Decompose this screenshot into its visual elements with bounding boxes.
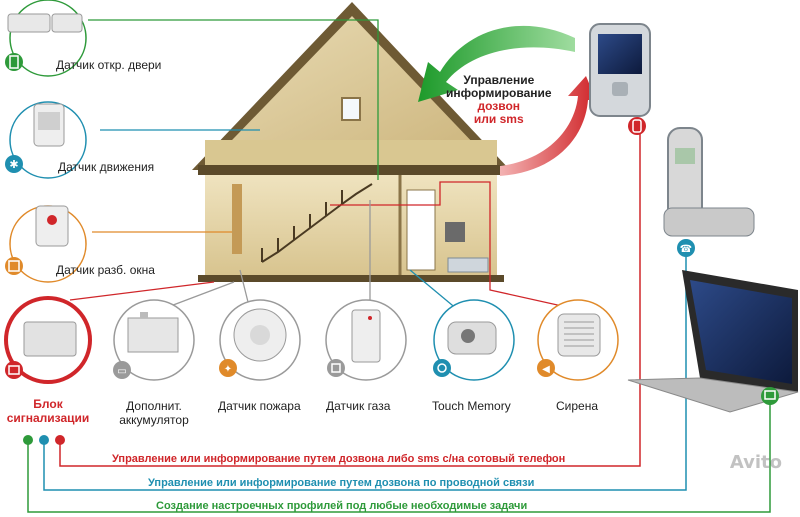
alarm-block-node	[4, 296, 92, 445]
fire-sensor-node: ✦	[219, 299, 301, 381]
door-icon	[9, 55, 19, 69]
alarm-panel-icon	[8, 365, 20, 375]
alarm-block-line-1: Блок	[33, 397, 63, 411]
mobile-phone-icon	[632, 119, 642, 133]
red-connector	[55, 435, 65, 445]
motion-sensor-label: Датчик движения	[58, 160, 155, 174]
fire-icon: ✦	[224, 364, 232, 375]
window-sensor-label: Датчик разб. окна	[56, 263, 155, 277]
gas-sensor-node	[325, 299, 407, 381]
monitor-icon	[764, 390, 776, 400]
info-line-blue: Управление или информирование путем дозв…	[148, 477, 535, 489]
alarm-block-line-2: сигнализации	[6, 411, 90, 425]
connection-lines	[27, 19, 771, 513]
battery-node: ▭	[113, 299, 195, 381]
control-caption: Управление информирование дозвон или sms	[446, 74, 552, 126]
alarm-block-label: Блок сигнализации	[6, 397, 90, 425]
control-line-4: или sms	[473, 112, 524, 126]
door-sensor-label: Датчик откр. двери	[56, 58, 162, 72]
battery-line-1: Дополнит.	[126, 399, 182, 413]
info-line-green: Создание настроечных профилей под любые …	[156, 500, 528, 512]
landline-phone: ☎	[663, 127, 755, 257]
window-sensor-node	[5, 205, 87, 283]
laptop	[627, 270, 799, 413]
control-line-1: Управление	[463, 73, 535, 87]
running-man-icon: ✱	[9, 158, 18, 171]
gas-icon	[331, 363, 341, 373]
phone-icon: ☎	[680, 244, 692, 255]
control-line-2: информирование	[446, 86, 552, 100]
motion-sensor-node: ✱	[5, 101, 87, 179]
key-icon	[437, 363, 447, 373]
battery-line-2: аккумулятор	[119, 413, 189, 427]
info-line-red: Управление или информирование путем дозв…	[112, 453, 566, 465]
avito-watermark: Avito	[729, 452, 782, 473]
battery-label: Дополнит. аккумулятор	[104, 399, 204, 427]
control-arrows	[418, 25, 596, 176]
mobile-device	[589, 23, 651, 135]
touch-memory-node	[433, 299, 515, 381]
gas-sensor-label: Датчик газа	[326, 399, 391, 413]
fire-sensor-label: Датчик пожара	[218, 399, 301, 413]
siren-label: Сирена	[556, 399, 599, 413]
battery-icon: ▭	[117, 366, 126, 377]
green-connector	[23, 435, 33, 445]
touch-memory-label: Touch Memory	[432, 399, 511, 413]
control-line-3: дозвон	[477, 99, 521, 113]
siren-node: ◀	[537, 299, 619, 381]
house	[192, 2, 510, 282]
blue-connector	[39, 435, 49, 445]
window-icon	[8, 260, 20, 272]
door-sensor-node	[5, 0, 87, 77]
speaker-icon: ◀	[542, 364, 550, 375]
